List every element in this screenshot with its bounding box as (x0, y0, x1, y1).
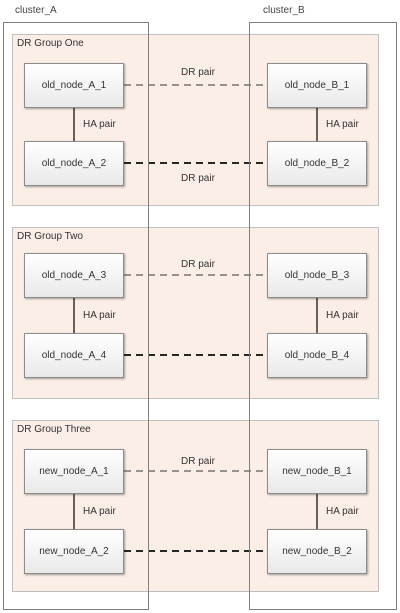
node-group-one-b1: old_node_B_1 (267, 63, 367, 108)
node-group-two-b2: old_node_B_4 (267, 333, 367, 378)
node-group-three-a2: new_node_A_2 (24, 529, 124, 574)
ha-label-group-two-a: HA pair (83, 310, 116, 321)
ha-label-group-one-a: HA pair (83, 119, 116, 130)
dr-label-group-two-top: DR pair (181, 259, 215, 270)
dr-group-two-title: DR Group Two (17, 231, 83, 242)
ha-label-group-one-b: HA pair (326, 119, 359, 130)
node-group-three-a1: new_node_A_1 (24, 449, 124, 494)
node-group-two-a1: old_node_A_3 (24, 253, 124, 298)
ha-label-group-three-a: HA pair (83, 506, 116, 517)
node-group-two-a2: old_node_A_4 (24, 333, 124, 378)
dr-label-group-one-bottom: DR pair (181, 173, 215, 184)
node-group-one-a1: old_node_A_1 (24, 63, 124, 108)
ha-label-group-three-b: HA pair (326, 506, 359, 517)
node-group-three-b1: new_node_B_1 (267, 449, 367, 494)
cluster-b-label: cluster_B (263, 5, 305, 16)
ha-label-group-two-b: HA pair (326, 310, 359, 321)
cluster-a-label: cluster_A (15, 5, 57, 16)
dr-label-group-three-top: DR pair (181, 456, 215, 467)
node-group-two-b1: old_node_B_3 (267, 253, 367, 298)
node-group-three-b2: new_node_B_2 (267, 529, 367, 574)
dr-group-three-title: DR Group Three (17, 424, 91, 435)
node-group-one-a2: old_node_A_2 (24, 141, 124, 186)
node-group-one-b2: old_node_B_2 (267, 141, 367, 186)
dr-group-one-title: DR Group One (17, 38, 84, 49)
dr-label-group-one-top: DR pair (181, 67, 215, 78)
